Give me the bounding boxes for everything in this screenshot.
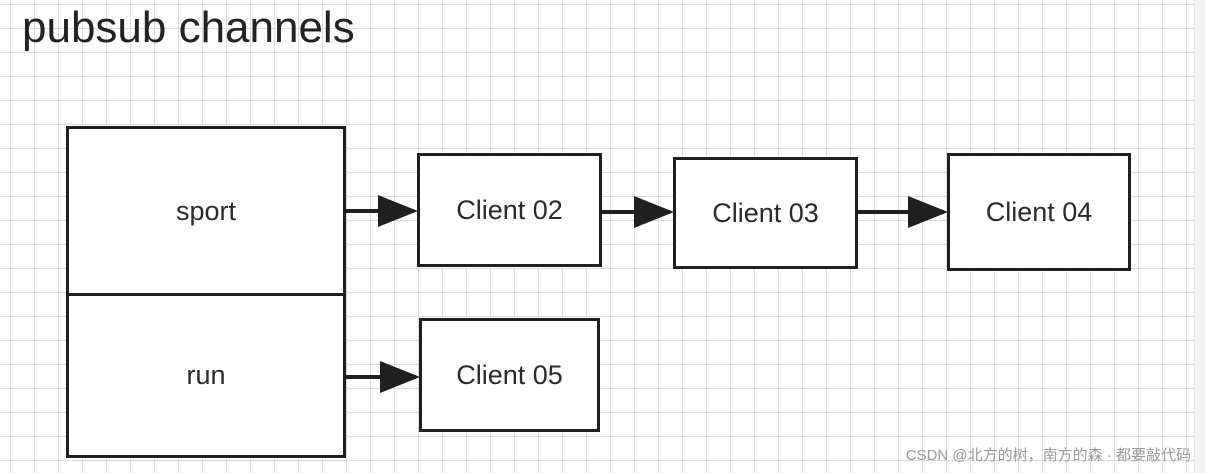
channel-run: run	[186, 360, 226, 390]
client-03-node: Client 03	[673, 157, 858, 269]
client-05-node: Client 05	[419, 318, 600, 432]
diagram-title: pubsub channels	[22, 3, 355, 52]
channel-table: sport run	[66, 126, 346, 458]
client-02-node: Client 02	[417, 153, 602, 267]
watermark-text: CSDN @北方的树，南方的森 · 都要敲代码	[905, 447, 1191, 464]
client-04-node: Client 04	[947, 153, 1131, 271]
channel-sport: sport	[175, 195, 237, 226]
channel-divider	[69, 293, 343, 296]
vertical-scrollbar[interactable]	[1194, 0, 1205, 473]
